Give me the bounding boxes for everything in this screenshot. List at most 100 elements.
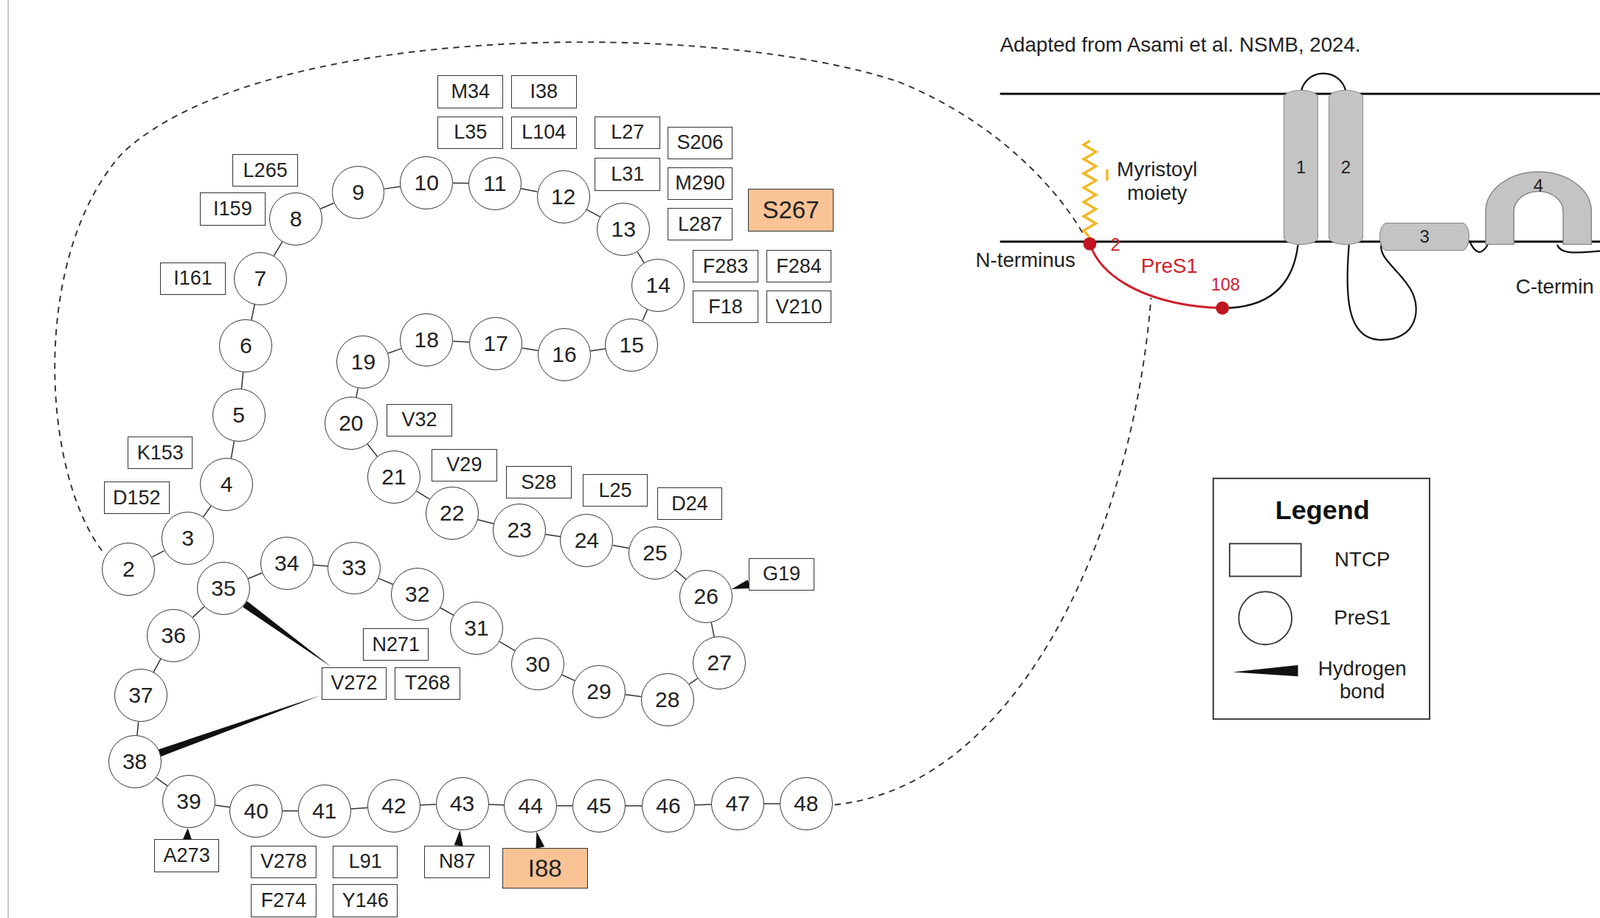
ntcp-residue: L287 (667, 208, 734, 241)
legend-box-sample (1229, 543, 1302, 577)
chain-link (562, 674, 575, 681)
chain-link (625, 805, 642, 808)
chain-link (241, 372, 243, 390)
residue-label: L104 (521, 122, 566, 143)
residue-label: G19 (762, 564, 801, 585)
myristoyl-chain (1083, 140, 1097, 238)
ntcp-residue: S206 (667, 126, 734, 160)
chain-link (156, 778, 168, 787)
pres1-residue: 46 (641, 779, 695, 833)
residue-label: Y146 (342, 891, 389, 912)
pres1-residue: 11 (468, 157, 522, 211)
chain-link (230, 441, 234, 459)
residue-label: S206 (676, 132, 723, 153)
ntcp-residue: F18 (692, 290, 759, 324)
residue-label: 7 (253, 267, 267, 290)
ntcp-residue: L25 (582, 474, 649, 507)
ntcp-residue: S28 (506, 466, 572, 499)
chain-link (642, 309, 648, 321)
residue-label: M34 (450, 81, 490, 102)
chain-link (613, 545, 630, 549)
pres1-residue: 10 (399, 156, 453, 210)
ntcp-residue: L31 (594, 157, 661, 191)
residue-label: 9 (351, 181, 365, 204)
legend-text: PreS1 (1333, 606, 1391, 630)
chain-link (711, 622, 715, 637)
residue-label: N87 (438, 852, 476, 872)
residue-label: I161 (173, 268, 213, 289)
residue-label: 23 (506, 519, 532, 542)
chain-link (478, 520, 495, 525)
pres1-residue: 22 (425, 486, 479, 540)
pres1-residue: 36 (146, 609, 200, 663)
residue-label: 22 (439, 502, 464, 525)
residue-label: 1 (1296, 158, 1306, 177)
chain-link (688, 678, 698, 685)
pres1-residue: 28 (641, 673, 695, 727)
chain-link (247, 573, 262, 580)
residue-label: 10 (414, 171, 439, 195)
annotation: Myristoyl moiety (1101, 157, 1214, 206)
pres1-residue: 4 (199, 458, 254, 512)
ntcp-residue: L35 (437, 116, 504, 150)
chain-link (202, 506, 211, 518)
chain-link (590, 348, 606, 352)
chain-link (489, 804, 505, 806)
chain-link (625, 694, 642, 698)
residue-label: 14 (646, 274, 671, 297)
residue-label: L287 (677, 214, 723, 235)
residue-label: 36 (160, 624, 186, 647)
chain-link (440, 607, 454, 616)
chain-link (384, 186, 401, 189)
ntcp-residue: V210 (766, 290, 833, 324)
chain-link (452, 182, 469, 184)
ntcp-residue: M34 (437, 75, 504, 108)
pres1-residue: 5 (212, 388, 266, 442)
pres1-residue: 39 (162, 775, 216, 829)
pres1-residue: 37 (114, 669, 168, 723)
ntcp-residue: N87 (424, 846, 490, 879)
pres1-residue: 23 (492, 503, 546, 557)
residue-label: 8 (289, 208, 303, 231)
residue-label: 47 (725, 792, 750, 816)
chain-link (556, 805, 573, 808)
residue-label: F18 (708, 297, 743, 318)
legend-frame (1213, 478, 1430, 720)
residue-label: L265 (243, 160, 288, 181)
residue-label: 3 (181, 527, 195, 550)
hydrogen-bond (731, 579, 751, 590)
dashed-link (835, 298, 1152, 806)
myristoyl-tick (1105, 169, 1108, 181)
residue-label: T268 (404, 673, 451, 694)
legend-wedge-sample (1232, 665, 1299, 677)
residue-label: 46 (655, 795, 681, 818)
dashed-link (54, 42, 1085, 552)
chain-link (694, 804, 712, 806)
hydrogen-bond (242, 601, 332, 667)
residue-label: 13 (610, 218, 636, 241)
pres1-residue: 13 (596, 202, 650, 256)
c-tail (1557, 244, 1600, 254)
residue-label: 33 (341, 556, 366, 580)
residue-label: 5 (232, 404, 245, 427)
legend-circle-sample (1238, 591, 1292, 645)
legend-text: Hydrogen bond (1311, 657, 1414, 705)
residue-label: 18 (414, 328, 439, 352)
residue-label: 30 (525, 653, 550, 676)
residue-label: V32 (402, 410, 438, 431)
chain-link (215, 805, 231, 808)
residue-label: 20 (338, 412, 363, 435)
annotation: PreS1 (1141, 254, 1198, 279)
residue-label: 48 (793, 792, 819, 816)
pres1-residue: 38 (108, 735, 162, 789)
ntcp-residue: L265 (232, 154, 299, 187)
chain-link (320, 203, 334, 210)
chain-link (452, 341, 470, 343)
chain-link (520, 188, 538, 192)
chain-link (273, 241, 282, 256)
pres1-residue: 18 (399, 313, 453, 367)
pres1-residue: 40 (229, 784, 283, 838)
ntcp-residue: M290 (667, 167, 734, 200)
pres1-residue: 16 (537, 328, 591, 382)
